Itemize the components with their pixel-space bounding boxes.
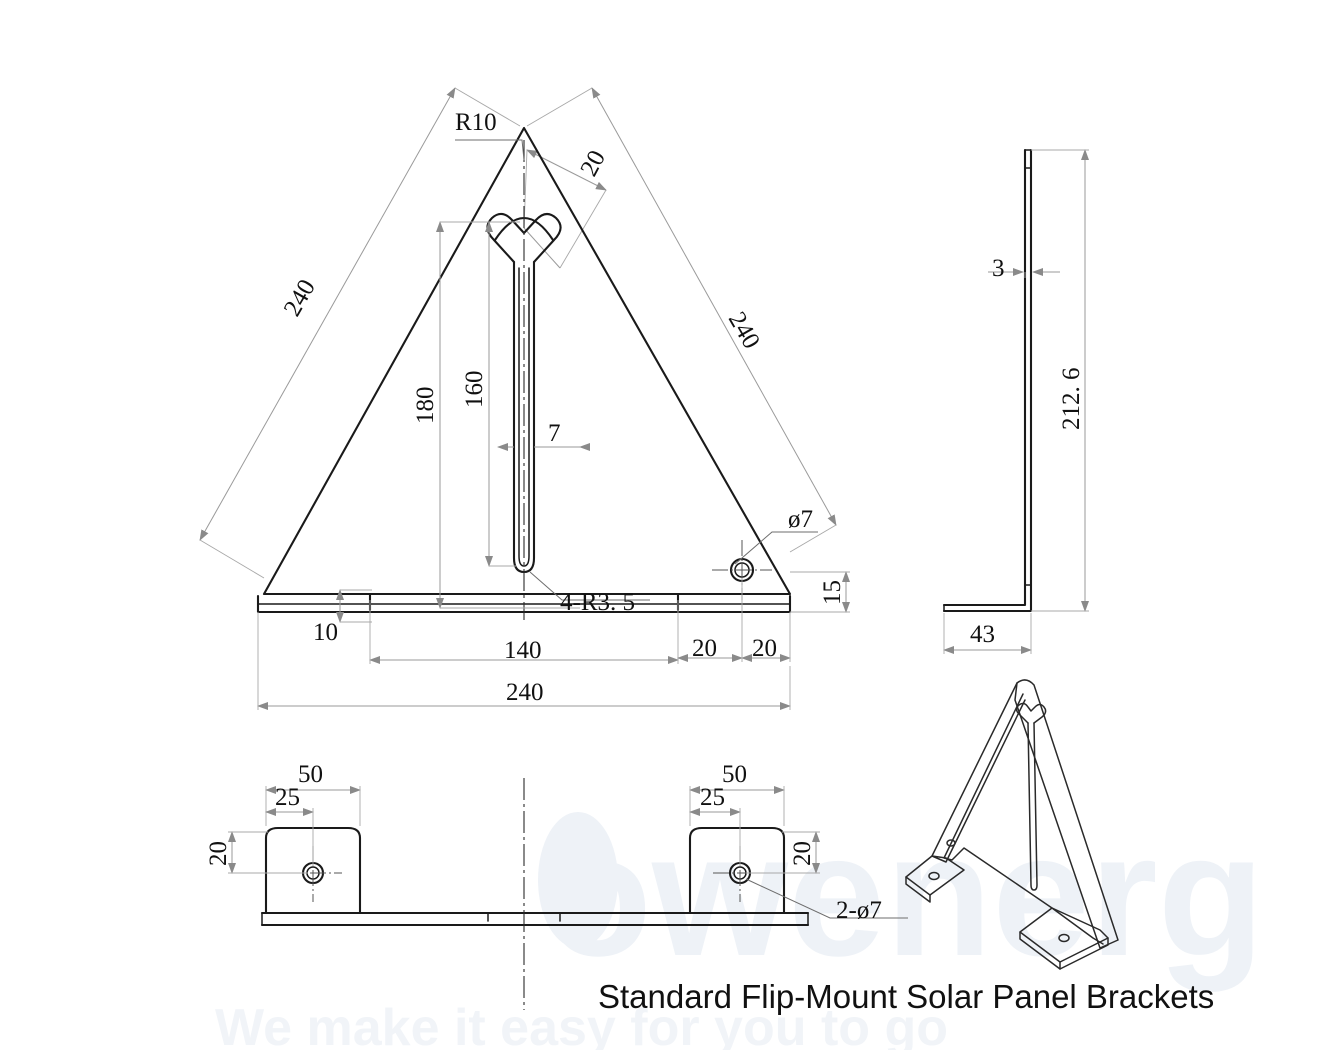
dim-label-side-right: 240 — [723, 308, 765, 354]
dim-label-height-180: 180 — [412, 387, 439, 425]
side-profile-inner — [942, 148, 1033, 613]
dim-label-tabR-50: 50 — [722, 761, 747, 788]
front-view: R10 240 240 20 180 160 7 10 4-R3. 5 ø7 1… — [199, 87, 850, 710]
iso-tab-left-hole — [928, 871, 940, 881]
dim-label-tabL-20: 20 — [205, 841, 232, 866]
dim-label-base-240: 240 — [506, 679, 544, 706]
front-10-dim — [336, 589, 372, 623]
watermark-tagline: We make it easy for you to go — [215, 999, 948, 1050]
iso-slot — [1027, 722, 1038, 891]
front-corner-radius-leader — [529, 571, 650, 601]
iso-slot-chevron — [1015, 702, 1047, 724]
iso-web-left-edge — [931, 682, 1026, 863]
watermark-group: owenerg We make it easy for you to go — [215, 798, 1265, 1050]
dim-label-hole-20a: 20 — [692, 635, 717, 662]
bottom-tab-right — [688, 826, 786, 915]
iso-tab-left-thickness — [905, 876, 931, 903]
front-hole-dia-leader — [734, 531, 818, 565]
dim-label-hole-20b: 20 — [752, 635, 777, 662]
front-15-dim — [790, 571, 850, 613]
iso-tab-right — [1019, 907, 1109, 963]
dim-label-tabR-25: 25 — [700, 784, 725, 811]
bottom-view: 50 25 20 50 25 20 2-ø7 — [205, 761, 908, 1010]
watermark-brand: owenerg — [545, 798, 1265, 993]
front-r10-leader — [455, 139, 525, 161]
iso-tab-left — [905, 855, 965, 896]
dim-label-corner-radius: 4-R3. 5 — [560, 589, 635, 616]
iso-web-left-small-hole — [946, 839, 956, 847]
iso-tab-right-thickness — [1019, 931, 1061, 970]
dim-label-depth-43: 43 — [970, 621, 995, 648]
dim-label-hole-dia: ø7 — [788, 506, 813, 533]
front-160-dim — [485, 221, 518, 567]
drawing-title: Standard Flip-Mount Solar Panel Brackets — [598, 978, 1214, 1015]
side-3-dim — [988, 268, 1060, 278]
front-hole-offset-dims — [677, 578, 791, 662]
dim-label-tabL-50: 50 — [298, 761, 323, 788]
iso-tab-right-edge — [1059, 937, 1109, 970]
dim-label-2-dia7: 2-ø7 — [836, 897, 882, 924]
side-212-dim — [1031, 149, 1089, 612]
dim-label-height-212: 212. 6 — [1058, 368, 1085, 431]
dim-label-tabR-20: 20 — [789, 841, 816, 866]
watermark-droplet — [538, 812, 618, 948]
isometric-view — [905, 679, 1119, 970]
dim-label-base-140: 140 — [504, 637, 542, 664]
side-43-dim — [943, 613, 1032, 654]
iso-tab-right-hole — [1058, 933, 1070, 943]
dim-label-slot-7: 7 — [548, 420, 561, 447]
dim-label-tabL-25: 25 — [275, 784, 300, 811]
front-180-dim — [436, 221, 580, 609]
side-view: 3 212. 6 43 — [942, 148, 1089, 654]
dim-label-thickness-3: 3 — [992, 255, 1005, 282]
dim-label-apex-20: 20 — [575, 146, 611, 181]
dim-label-lip-15: 15 — [819, 580, 846, 605]
dim-label-foot-10: 10 — [313, 619, 338, 646]
dim-label-slot-160: 160 — [461, 371, 488, 409]
dim-label-r10: R10 — [455, 109, 497, 136]
front-140-dim — [369, 600, 679, 664]
front-240-overall-dim — [257, 612, 791, 710]
bottom-holes-leader — [745, 878, 908, 919]
side-profile-outer — [942, 148, 1027, 607]
bottom-left-dims — [228, 786, 361, 874]
bottom-right-dims — [689, 786, 820, 874]
dim-label-side-left: 240 — [279, 275, 321, 321]
